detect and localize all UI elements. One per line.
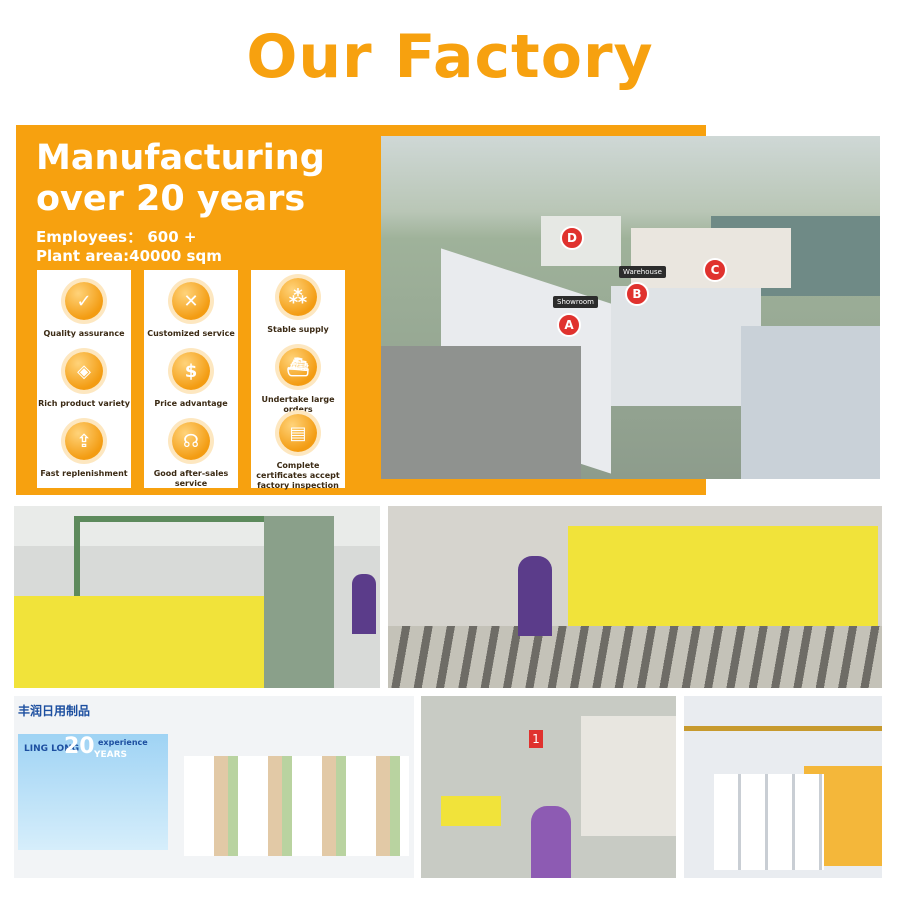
marker-b: B [625,282,649,306]
money-stack-icon: $ [172,352,210,390]
foam-rack-photo [684,696,882,878]
showroom-sign: 丰润日用制品 [18,704,91,718]
worker [352,574,376,634]
conveyor-photo [388,506,882,688]
page-title: Our Factory [246,22,654,92]
warehouse-building [611,286,761,406]
worker [518,556,552,636]
cart-arrow-icon: ⇪ [65,422,103,460]
headline-line-2: over 20 years [36,179,306,219]
machine-number: 1 [529,730,543,748]
warehouse-tag: Warehouse [619,266,666,278]
feature-customized-service: ✕ Customized service [144,282,238,339]
feature-rich-product-variety: ◈ Rich product variety [37,352,131,409]
marker-c: C [703,258,727,282]
marker-a: A [557,313,581,337]
worker [531,806,571,878]
certificate-icon: ▤ [279,414,317,452]
tools-icon: ✕ [172,282,210,320]
aerial-factory-photo: A B C D Showroom Warehouse [381,136,880,479]
feature-card-3: ⁂ Stable supply ⛴ Undertake large orders… [251,270,345,491]
product-shelves [184,756,409,856]
headline-line-1: Manufacturing [36,138,325,178]
feature-card-1: ✓ Quality assurance ◈ Rich product varie… [37,270,131,488]
banner-headline: Manufacturing over 20 years [36,138,325,220]
foam-cutting-photo [14,506,380,688]
marker-d: D [560,226,584,250]
storage-rack [714,774,824,870]
foam-block [14,596,264,688]
cube-network-icon: ◈ [65,352,103,390]
parking-lot [381,346,581,479]
foam-sheets [568,526,878,634]
feature-stable-supply: ⁂ Stable supply [251,278,345,335]
feature-large-orders: ⛴ Undertake large orders [251,348,345,415]
headset-icon: ☊ [172,422,210,460]
shield-check-icon: ✓ [65,282,103,320]
banner-stats: Employees： 600 + Plant area:40000 sqm [36,228,222,266]
showroom-tag: Showroom [553,296,598,308]
cargo-ship-icon: ⛴ [279,348,317,386]
showroom-photo: 丰润日用制品 LING LONG 20 experience YEARS [14,696,414,878]
feature-price-advantage: $ Price advantage [144,352,238,409]
plant-area-stat: Plant area:40000 sqm [36,247,222,265]
feature-card-2: ✕ Customized service $ Price advantage ☊… [144,270,238,488]
side-building [741,326,880,479]
production-line-photo: 1 [421,696,676,878]
feature-quality-assurance: ✓ Quality assurance [37,282,131,339]
feature-after-sales: ☊ Good after-sales service [144,422,238,489]
roller-conveyor [388,626,882,688]
feature-certificates: ▤ Complete certificates accept factory i… [251,414,345,491]
brand-poster: LING LONG 20 experience YEARS [18,734,168,850]
network-nodes-icon: ⁂ [279,278,317,316]
employees-stat: Employees： 600 + [36,228,197,246]
feature-fast-replenishment: ⇪ Fast replenishment [37,422,131,479]
